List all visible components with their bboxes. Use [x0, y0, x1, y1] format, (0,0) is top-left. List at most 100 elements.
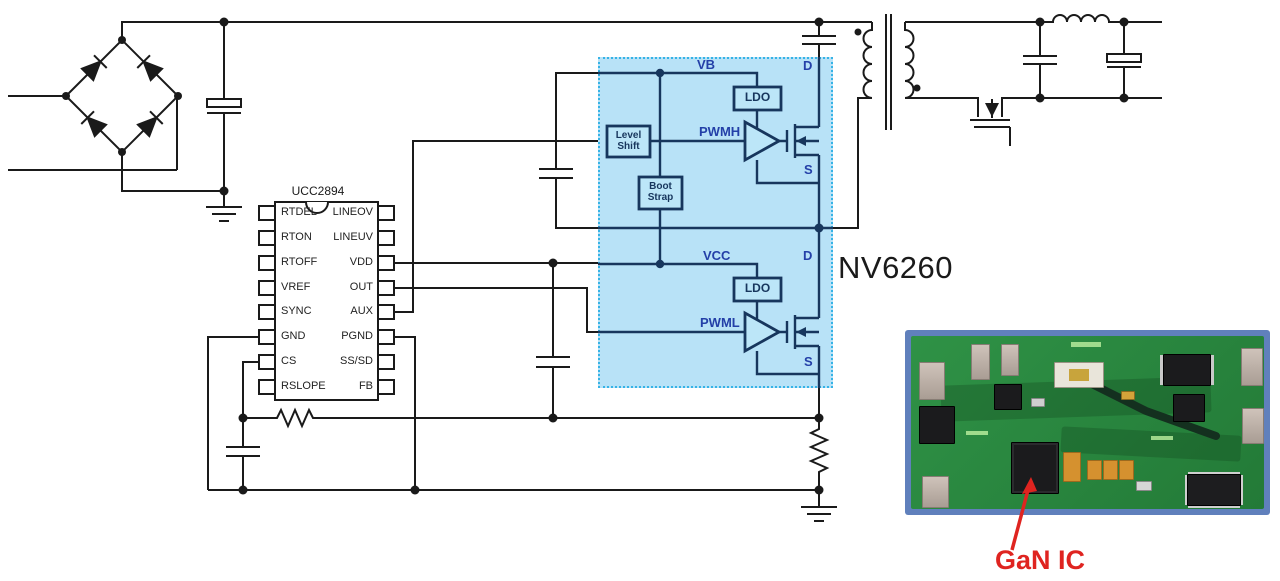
pcb-component — [994, 384, 1022, 410]
ac-input-line-2 — [8, 96, 178, 171]
pcb-optocoupler — [1054, 362, 1104, 388]
pin-rtoff: RTOFF — [281, 256, 318, 268]
hs-fet-source — [795, 139, 821, 228]
bridge-diodes — [80, 54, 164, 138]
clamp-capacitor — [802, 22, 836, 57]
pin-fb: FB — [358, 380, 373, 392]
ls-source-label: S — [804, 354, 813, 369]
cs-capacitor — [226, 418, 260, 490]
boot-strap-label: Boot Strap — [647, 181, 674, 203]
pcb-component — [919, 406, 955, 444]
pcb-component — [1121, 391, 1135, 400]
hs-fet-drain — [795, 57, 821, 129]
pgnd-wire — [394, 336, 416, 490]
ground-symbol-input — [206, 206, 242, 222]
pin-sync: SYNC — [281, 305, 312, 317]
primary-polarity-dot — [854, 28, 862, 36]
ls-fet-drain — [795, 228, 821, 320]
sync-fet-diode-arrow — [985, 103, 999, 117]
pcb-pad — [971, 344, 990, 380]
controller-ic-body — [258, 201, 395, 401]
pin-pgnd: PGND — [341, 330, 373, 342]
pin-rtdel: RTDEL — [281, 206, 317, 218]
cs-wire — [242, 361, 259, 418]
switch-node-wire — [833, 97, 872, 229]
hs-source-label: S — [804, 162, 813, 177]
sense-resistor — [808, 388, 830, 507]
pcb-qfp-ic — [1187, 474, 1241, 506]
secondary-polarity-dot — [913, 84, 921, 92]
pwmh-label: PWMH — [699, 124, 741, 139]
ldo-box-high — [732, 85, 783, 112]
pcb-board — [911, 336, 1264, 509]
ls-driver-return — [755, 351, 819, 376]
pcb-gan-ic — [1011, 442, 1059, 494]
pcb-capacitor — [1063, 452, 1081, 482]
pcb-photo — [905, 330, 1270, 515]
pin-vdd: VDD — [349, 256, 373, 268]
controller-part-number: UCC2894 — [291, 184, 345, 198]
pcb-soic-ic — [1163, 354, 1211, 386]
pin-lineuv: LINEUV — [333, 231, 373, 243]
pcb-qfn-ic — [1173, 394, 1205, 422]
pin-lineov: LINEOV — [332, 206, 373, 218]
ic-notch — [305, 201, 329, 214]
boot-strap-box — [637, 175, 684, 211]
junction-dots — [62, 17, 1129, 495]
pin-aux: AUX — [350, 305, 373, 317]
output-inductor — [905, 14, 1162, 23]
pcb-pad — [1241, 348, 1263, 386]
pin-out: OUT — [349, 281, 373, 293]
output-capacitor-1 — [1023, 22, 1057, 98]
bulk-capacitor — [207, 22, 241, 191]
aux-wire — [394, 140, 598, 313]
vcc-line — [598, 262, 759, 278]
ldo-high-label: LDO — [744, 90, 771, 104]
pcb-component — [1136, 481, 1152, 491]
gan-ic-caption: GaN IC — [995, 545, 1086, 575]
gan-part-number: NV6260 — [838, 250, 954, 285]
pwml-label: PWML — [700, 315, 740, 330]
cs-filter-resistor — [243, 407, 819, 429]
hs-fet-body-arrow — [796, 136, 806, 146]
pin-vref: VREF — [281, 281, 311, 293]
hs-drain-label: D — [803, 58, 813, 73]
vb-label: VB — [697, 57, 716, 72]
pin-rton: RTON — [281, 231, 312, 243]
pcb-component — [1031, 398, 1045, 407]
hs-driver-return — [755, 160, 819, 185]
pin-cs: CS — [281, 355, 297, 367]
level-shift-label: Level Shift — [615, 130, 642, 152]
vb-line — [598, 71, 759, 87]
pcb-capacitor — [1103, 460, 1118, 480]
vcc-label: VCC — [703, 248, 731, 263]
pin-rslope: RSLOPE — [281, 380, 326, 392]
ls-drain-label: D — [803, 248, 813, 263]
dc-bus-rail — [121, 21, 872, 40]
pcb-pad — [1242, 408, 1264, 444]
transformer-primary — [862, 22, 873, 99]
gate-driver-low — [743, 310, 782, 354]
level-shift-box — [605, 124, 652, 159]
pcb-pad — [919, 362, 945, 400]
gate-driver-high — [743, 119, 782, 163]
ls-fet-body-arrow — [796, 327, 806, 337]
pcb-trace — [1082, 377, 1220, 440]
transformer-core — [885, 14, 892, 130]
ground-symbol-sense — [801, 506, 837, 522]
out-wire — [394, 287, 598, 333]
vdd-capacitor — [536, 263, 570, 418]
ldo-box-low — [732, 276, 783, 303]
transformer-secondary — [904, 22, 915, 99]
bootstrap-capacitor — [539, 72, 598, 229]
pcb-pad — [922, 476, 949, 508]
pin-gnd: GND — [281, 330, 306, 342]
pcb-capacitor — [1087, 460, 1102, 480]
pcb-capacitor — [1119, 460, 1134, 480]
gnd-wire — [207, 336, 259, 490]
pin-sssd: SS/SD — [339, 355, 373, 367]
ldo-low-label: LDO — [744, 281, 771, 295]
pcb-pad — [1001, 344, 1019, 376]
